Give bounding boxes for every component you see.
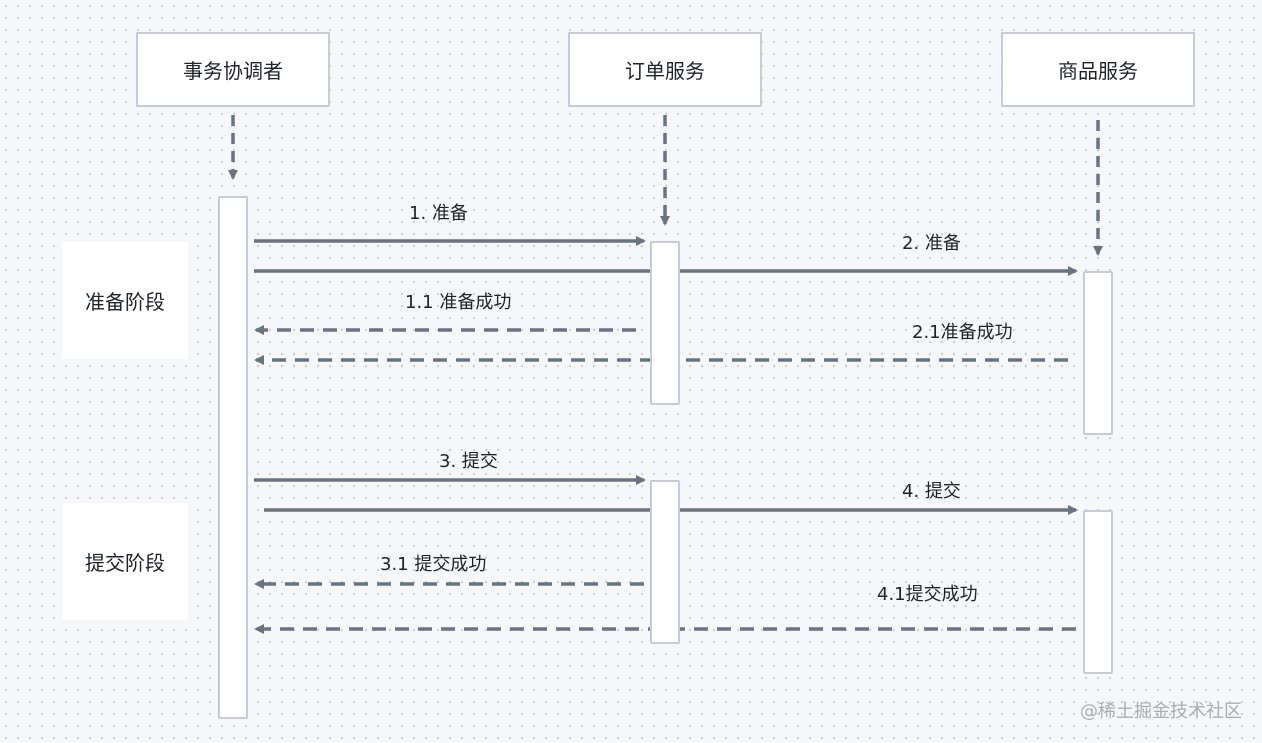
message-label-3-1: 3.1 提交成功 — [380, 554, 487, 575]
phase-prepare: 准备阶段 — [62, 242, 188, 359]
participant-product-service-label: 商品服务 — [1058, 59, 1138, 83]
message-label-2: 2. 准备 — [902, 233, 961, 254]
participant-coordinator: 事务协调者 — [136, 32, 330, 107]
activation-product-commit — [1083, 510, 1113, 674]
participant-order-service-label: 订单服务 — [625, 59, 705, 83]
message-label-4: 4. 提交 — [902, 481, 961, 502]
message-label-3: 3. 提交 — [439, 451, 498, 472]
participant-coordinator-label: 事务协调者 — [183, 59, 283, 83]
activation-product-prepare — [1083, 271, 1113, 435]
phase-prepare-label: 准备阶段 — [85, 290, 165, 314]
phase-commit: 提交阶段 — [62, 503, 188, 620]
message-label-4-1: 4.1提交成功 — [877, 584, 978, 605]
message-label-2-1: 2.1准备成功 — [912, 322, 1013, 343]
message-label-1: 1. 准备 — [409, 203, 468, 224]
message-label-1-1: 1.1 准备成功 — [405, 292, 512, 313]
participant-order-service: 订单服务 — [568, 32, 762, 107]
phase-commit-label: 提交阶段 — [85, 551, 165, 575]
activation-order-commit — [650, 480, 680, 644]
activation-coordinator — [218, 196, 248, 719]
watermark: @稀土掘金技术社区 — [1080, 701, 1242, 722]
activation-order-prepare — [650, 241, 680, 405]
participant-product-service: 商品服务 — [1001, 32, 1195, 107]
